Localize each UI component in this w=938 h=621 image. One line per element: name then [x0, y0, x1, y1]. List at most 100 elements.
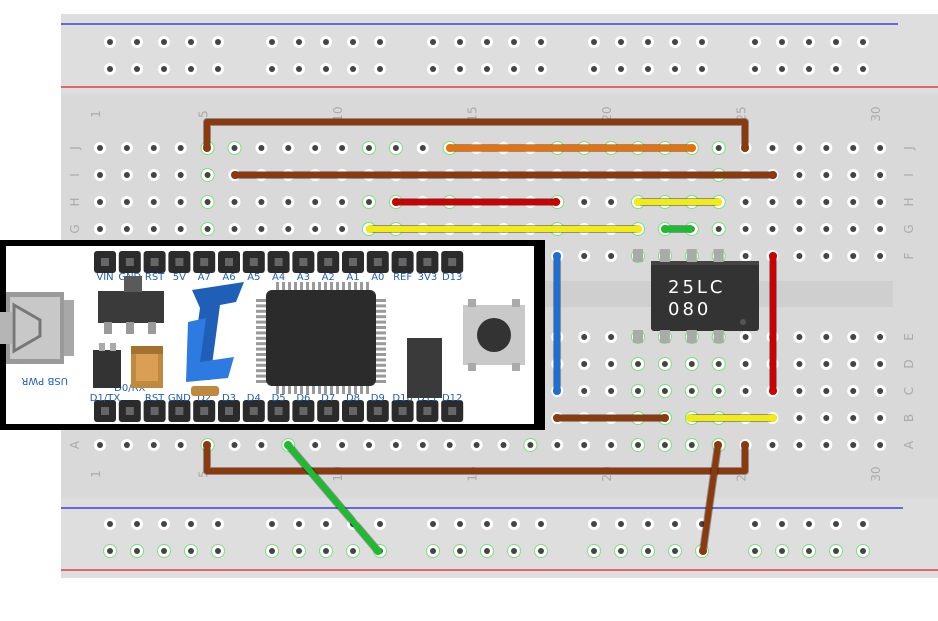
hole-center	[823, 253, 830, 259]
hole-center	[581, 334, 588, 340]
red-wire-vertical-end	[769, 387, 777, 395]
mcu-pin	[256, 342, 268, 346]
rail-hole-center	[269, 39, 275, 45]
mcu-pin	[306, 384, 309, 394]
row-label: E	[902, 333, 916, 341]
rail-hole-center	[591, 521, 597, 527]
header-pin-center	[448, 258, 457, 266]
rail-hole-center	[134, 66, 140, 72]
hole-center	[258, 442, 265, 448]
mcu-pin	[256, 347, 268, 351]
rail-hole-center	[457, 39, 463, 45]
yellow-wire-b-end	[686, 414, 694, 422]
rail-hole-center	[484, 521, 490, 527]
chip-leg	[633, 249, 643, 262]
hole-center	[285, 226, 292, 232]
row-label: C	[902, 387, 916, 395]
row-label: G	[68, 224, 82, 233]
mcu-pin	[312, 384, 315, 394]
crystal-icon	[191, 386, 219, 396]
rail-hole-center	[430, 548, 436, 554]
mcu-pin	[294, 282, 297, 292]
row-label: G	[902, 224, 916, 233]
rail-hole-center	[430, 66, 436, 72]
hole-center	[608, 442, 615, 448]
hole-center	[796, 388, 803, 394]
row-label: I	[68, 173, 82, 177]
row-label: H	[902, 197, 916, 206]
mcu-pin	[324, 282, 327, 292]
green-wire-short-end	[661, 225, 669, 233]
rail-hole-center	[350, 66, 356, 72]
mcu-pin	[354, 384, 357, 394]
rail-hole-center	[806, 548, 812, 554]
brown-wire-b-end	[553, 414, 561, 422]
red-wire-vertical-end	[769, 252, 777, 260]
hole-center	[796, 361, 803, 367]
rail-hole-center	[215, 39, 221, 45]
hole-center	[123, 145, 130, 151]
mcu-pin	[318, 384, 321, 394]
hole-center	[231, 442, 238, 448]
chip-leg	[713, 249, 724, 262]
hole-center	[123, 442, 130, 448]
hole-center	[97, 442, 103, 448]
brown-wire-top	[204, 119, 748, 151]
rail-hole-center	[699, 521, 705, 527]
yellow-wire-g-end	[634, 225, 642, 233]
rail-hole-center	[323, 548, 329, 554]
mcu-pin	[256, 331, 268, 335]
hole-center	[608, 253, 615, 259]
mcu-pin	[360, 384, 363, 394]
rail-hole-center	[752, 521, 758, 527]
bottom-pin-label: RST	[145, 393, 165, 404]
hole-center	[769, 226, 776, 232]
mcu-pin	[276, 384, 279, 394]
hole-center	[123, 226, 130, 232]
top-pin-label: A7	[198, 272, 211, 283]
hole-center	[150, 172, 157, 178]
row-label: A	[902, 440, 916, 449]
rail-hole-center	[672, 521, 678, 527]
rail-hole-center	[161, 66, 167, 72]
hole-center	[366, 442, 372, 448]
column-label: 25	[735, 106, 749, 121]
green-wire-short-end	[686, 225, 694, 233]
hole-center	[877, 199, 884, 205]
rail-hole-center	[806, 521, 812, 527]
hole-center	[285, 199, 292, 205]
brown-wire-diagonal-end	[714, 441, 722, 449]
rail-hole-center	[538, 66, 544, 72]
mcu-pin	[374, 315, 386, 319]
column-label: 20	[600, 106, 614, 121]
green-wire-diagonal	[285, 442, 381, 554]
rail-hole-center	[296, 548, 302, 554]
brown-wire-top-end	[203, 144, 211, 152]
header-pin-center	[423, 407, 432, 415]
mcu-pin	[374, 309, 386, 313]
hole-center	[608, 361, 615, 367]
top-pin-label: RST	[145, 272, 165, 283]
bottom-pin-label: D4	[247, 393, 261, 404]
hole-center	[366, 199, 372, 205]
hole-center	[419, 145, 426, 151]
row-label: B	[902, 414, 916, 422]
rail-hole-center	[672, 39, 678, 45]
top-pin-label: A1	[346, 272, 359, 283]
header-pin-center	[448, 407, 457, 415]
mcu-pin	[348, 384, 351, 394]
rail-hole-center	[618, 548, 624, 554]
hole-center	[554, 442, 561, 448]
voltage-regulator-icon	[98, 276, 164, 334]
hole-center	[796, 442, 803, 448]
rail-hole-center	[323, 521, 329, 527]
rail-hole-center	[377, 66, 383, 72]
row-label: J	[902, 146, 916, 151]
hole-center	[473, 442, 480, 448]
rail-hole-center	[511, 521, 517, 527]
row-label: A	[68, 440, 82, 449]
hole-center	[823, 442, 830, 448]
hole-center	[527, 442, 534, 448]
mcu-pin	[374, 374, 386, 378]
